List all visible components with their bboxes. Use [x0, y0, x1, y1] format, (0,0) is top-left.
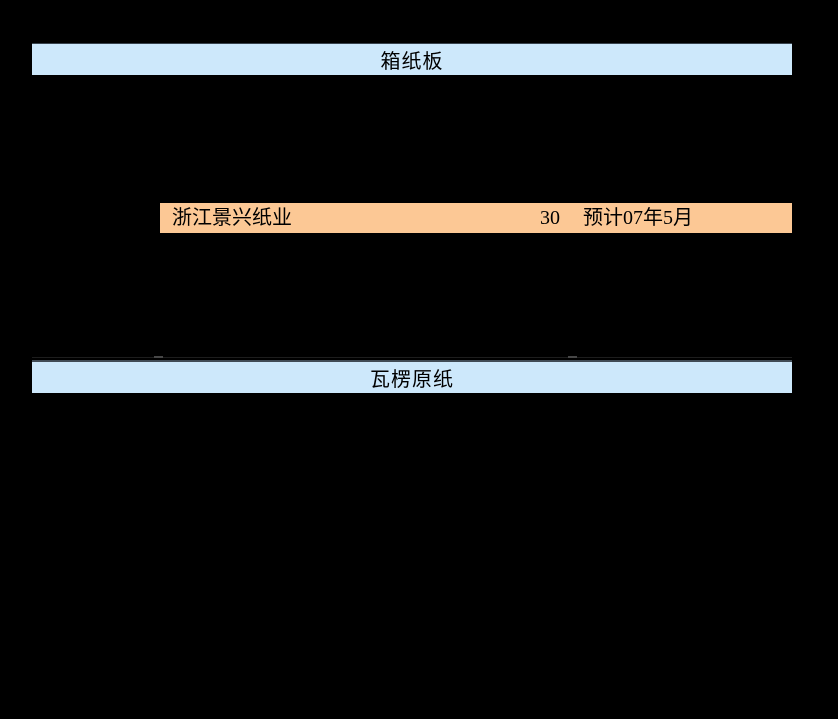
highlighted-table-row: 浙江景兴纸业 30 预计07年5月	[160, 203, 792, 233]
table-top-rule	[32, 356, 792, 358]
column-divider-tick	[154, 356, 163, 358]
section-header-walengyuanzhi: 瓦楞原纸	[32, 360, 792, 393]
column-divider-tick	[568, 356, 577, 358]
section-header-title: 瓦楞原纸	[370, 369, 454, 391]
schedule-date-cell: 预计07年5月	[583, 207, 693, 229]
section-header-title: 箱纸板	[380, 51, 444, 73]
capacity-value-cell: 30	[540, 207, 560, 229]
section-header-xiangzhiban: 箱纸板	[32, 43, 792, 75]
company-name-cell: 浙江景兴纸业	[172, 207, 292, 229]
